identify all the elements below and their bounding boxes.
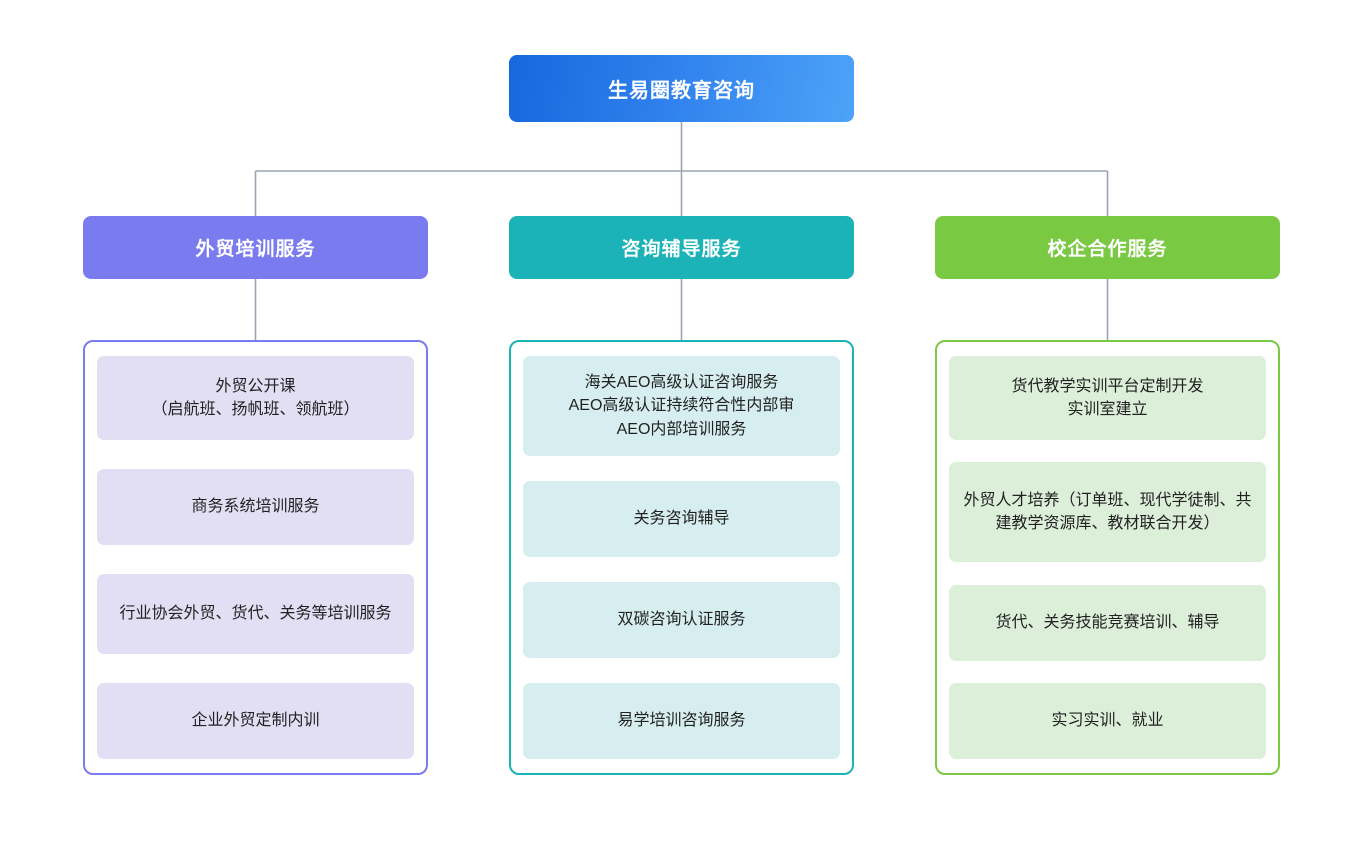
category-group-school-enterprise-cooperation: 货代教学实训平台定制开发 实训室建立 外贸人才培养（订单班、现代学徒制、共建教学… xyxy=(935,340,1280,775)
service-card[interactable]: 行业协会外贸、货代、关务等培训服务 xyxy=(97,574,414,654)
category-group-consulting-tutoring: 海关AEO高级认证咨询服务 AEO高级认证持续符合性内部审 AEO内部培训服务 … xyxy=(509,340,854,775)
category-group-foreign-trade-training: 外贸公开课 （启航班、扬帆班、领航班） 商务系统培训服务 行业协会外贸、货代、关… xyxy=(83,340,428,775)
category-column-school-enterprise-cooperation: 校企合作服务 货代教学实训平台定制开发 实训室建立 外贸人才培养（订单班、现代学… xyxy=(935,216,1280,775)
category-column-consulting-tutoring: 咨询辅导服务 海关AEO高级认证咨询服务 AEO高级认证持续符合性内部审 AEO… xyxy=(509,216,854,775)
root-node-label: 生易圈教育咨询 xyxy=(608,80,755,102)
root-node[interactable]: 生易圈教育咨询 xyxy=(509,55,854,122)
category-header-label: 校企合作服务 xyxy=(1047,239,1168,260)
service-card[interactable]: 海关AEO高级认证咨询服务 AEO高级认证持续符合性内部审 AEO内部培训服务 xyxy=(523,356,840,456)
service-card[interactable]: 外贸公开课 （启航班、扬帆班、领航班） xyxy=(97,356,414,440)
category-header-label: 外贸培训服务 xyxy=(195,239,316,260)
category-header-foreign-trade-training[interactable]: 外贸培训服务 xyxy=(83,216,428,279)
service-card[interactable]: 双碳咨询认证服务 xyxy=(523,582,840,658)
category-header-consulting-tutoring[interactable]: 咨询辅导服务 xyxy=(509,216,854,279)
service-card[interactable]: 货代教学实训平台定制开发 实训室建立 xyxy=(949,356,1266,440)
service-card[interactable]: 实习实训、就业 xyxy=(949,682,1266,759)
service-card[interactable]: 外贸人才培养（订单班、现代学徒制、共建教学资源库、教材联合开发） xyxy=(949,462,1266,563)
service-card[interactable]: 易学培训咨询服务 xyxy=(523,683,840,759)
service-card[interactable]: 关务咨询辅导 xyxy=(523,481,840,557)
service-card[interactable]: 商务系统培训服务 xyxy=(97,469,414,545)
category-header-school-enterprise-cooperation[interactable]: 校企合作服务 xyxy=(935,216,1280,279)
service-card[interactable]: 货代、关务技能竞赛培训、辅导 xyxy=(949,584,1266,661)
service-card[interactable]: 企业外贸定制内训 xyxy=(97,683,414,759)
category-column-foreign-trade-training: 外贸培训服务 外贸公开课 （启航班、扬帆班、领航班） 商务系统培训服务 行业协会… xyxy=(83,216,428,775)
category-header-label: 咨询辅导服务 xyxy=(621,239,742,260)
